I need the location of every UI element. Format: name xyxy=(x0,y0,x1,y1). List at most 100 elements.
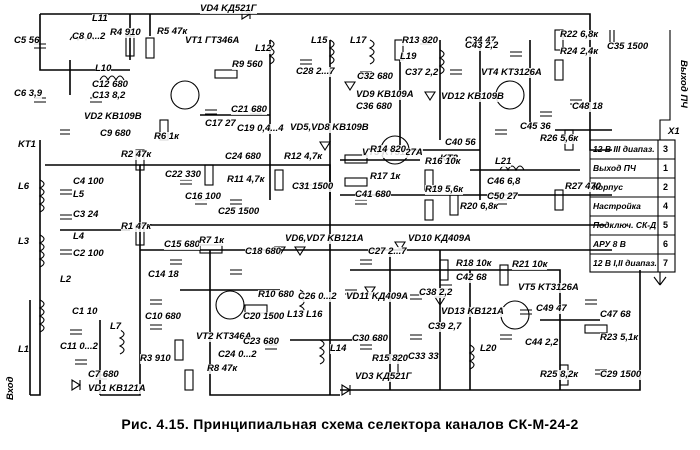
label-c41: C41 680 xyxy=(355,189,391,200)
label-vd2: VD2 KB109В xyxy=(84,111,142,122)
label-c25: C25 1500 xyxy=(218,206,260,217)
label-c4: C4 100 xyxy=(73,176,104,187)
label-vd1: VD1 KB121А xyxy=(88,383,146,394)
label-r7: R7 1к xyxy=(199,235,224,246)
label-r22: R22 6,8к xyxy=(560,29,599,40)
label-r3: R3 910 xyxy=(140,353,171,364)
connector-row-label: Корпус xyxy=(593,182,623,192)
label-r23: R23 5,1к xyxy=(600,332,639,343)
label-c1: C1 10 xyxy=(72,306,98,317)
label-l20: L20 xyxy=(480,343,497,354)
label-vd4: VD4 KД521Г xyxy=(200,3,257,14)
label-output: Выход ПЧ xyxy=(678,60,689,108)
label-l7: L7 xyxy=(110,321,122,332)
label-r15: R15 820 xyxy=(372,353,408,364)
label-c6: C6 3,9 xyxy=(14,88,42,99)
label-c43: C43 2,2 xyxy=(465,40,499,51)
label-r16: R16 10к xyxy=(425,156,461,167)
label-l15: L15 xyxy=(311,35,328,46)
label-c22: C22 330 xyxy=(165,169,201,180)
label-vd12: VD12 KB109В xyxy=(441,91,504,102)
label-c49: C49 47 xyxy=(536,303,567,314)
label-l17: L17 xyxy=(350,35,367,46)
label-kt1: KT1 xyxy=(18,139,36,150)
label-c12: C12 680 xyxy=(92,79,128,90)
connector-row-label: 12 В III диапаз. xyxy=(593,144,655,154)
label-r9: R9 560 xyxy=(232,59,263,70)
label-c27: C27 2...7 xyxy=(368,246,407,257)
label-vd13: VD13 KB121А xyxy=(441,306,504,317)
label-c21: C21 680 xyxy=(231,104,267,115)
label-c31: C31 1500 xyxy=(292,181,334,192)
label-l12: L12 xyxy=(255,43,272,54)
schematic-diagram xyxy=(29,8,676,396)
label-vd6: VD6,VD7 KB121А xyxy=(285,233,364,244)
label-c37: C37 2,2 xyxy=(405,67,439,78)
connector-pin-number: 4 xyxy=(663,201,669,211)
label-l4: L4 xyxy=(73,231,85,242)
label-r5: R5 47к xyxy=(157,26,188,37)
connector-pin-number: 7 xyxy=(663,258,669,268)
label-c24b: C24 0...2 xyxy=(218,349,257,360)
label-c29: C29 1500 xyxy=(600,369,642,380)
label-r25: R25 8,2к xyxy=(540,369,579,380)
label-r21: R21 10к xyxy=(512,259,548,270)
label-r6: R6 1к xyxy=(154,131,179,142)
label-l11: L11 xyxy=(92,13,108,24)
label-c16: C16 100 xyxy=(185,191,221,202)
label-c8: C8 0...2 xyxy=(72,31,106,42)
label-l1: L1 xyxy=(18,344,30,355)
label-c28: C28 2...7 xyxy=(296,66,335,77)
label-vt4: VT4 KT3126А xyxy=(481,67,542,78)
label-c15: C15 680 xyxy=(164,239,200,250)
connector-pin-number: 5 xyxy=(663,220,669,230)
label-c42: C42 68 xyxy=(456,272,487,283)
label-vt1: VT1 ГТ346А xyxy=(185,35,240,46)
label-vt5: VT5 KT3126А xyxy=(518,282,579,293)
label-vd9: VD9 KB109А xyxy=(356,89,414,100)
label-r11: R11 4,7к xyxy=(227,174,265,185)
label-c38: C38 2,2 xyxy=(419,287,453,298)
label-c32: C32 680 xyxy=(357,71,393,82)
label-r24: R24 2,4к xyxy=(560,46,599,57)
label-r26: R26 5,6к xyxy=(540,133,579,144)
label-c23: C23 680 xyxy=(243,336,279,347)
label-l5: L5 xyxy=(73,189,85,200)
label-c47: C47 68 xyxy=(600,309,631,320)
label-vt2: VT2 KT346А xyxy=(196,331,252,342)
label-r8: R8 47к xyxy=(207,363,238,374)
label-c35: C35 1500 xyxy=(607,41,649,52)
label-c44: C44 2,2 xyxy=(525,337,559,348)
label-r19: R19 5,6к xyxy=(425,184,464,195)
diodes xyxy=(71,8,446,396)
label-x1: X1 xyxy=(668,126,680,137)
label-c50: C50 27 xyxy=(487,191,518,202)
label-c33: C33 33 xyxy=(408,351,439,362)
label-l21: L21 xyxy=(495,156,512,167)
label-vd10: VD10 KД409А xyxy=(408,233,471,244)
label-l19: L19 xyxy=(400,51,417,62)
label-c46: C46 6,8 xyxy=(487,176,521,187)
label-l3: L3 xyxy=(18,236,30,247)
label-c9: C9 680 xyxy=(100,128,131,139)
label-c2: C2 100 xyxy=(73,248,104,259)
label-c36: C36 680 xyxy=(356,101,392,112)
label-c13: C13 8,2 xyxy=(92,90,126,101)
label-c17: C17 27 xyxy=(205,118,236,129)
label-l2: L2 xyxy=(60,274,72,285)
connector-pin-number: 1 xyxy=(663,163,669,173)
label-c20: C20 1500 xyxy=(243,311,285,322)
connector-row-label: 12 В I,II диапаз. xyxy=(593,258,657,268)
label-c45: C45 36 xyxy=(520,121,551,132)
connector-pin-number: 2 xyxy=(663,182,669,192)
label-l10: L10 xyxy=(95,63,112,74)
label-c14: C14 18 xyxy=(148,269,179,280)
label-c5: C5 56 xyxy=(14,35,40,46)
connector-row-label: Выход ПЧ xyxy=(593,163,636,173)
label-c39: C39 2,7 xyxy=(428,321,462,332)
label-r13: R13 820 xyxy=(402,35,438,46)
label-r27: R27 470 xyxy=(565,181,601,192)
label-r20: R20 6,8к xyxy=(460,201,499,212)
label-vd11: VD11 KД409А xyxy=(346,291,409,302)
connector-row-label: Подключ. СК-Д xyxy=(593,220,657,230)
